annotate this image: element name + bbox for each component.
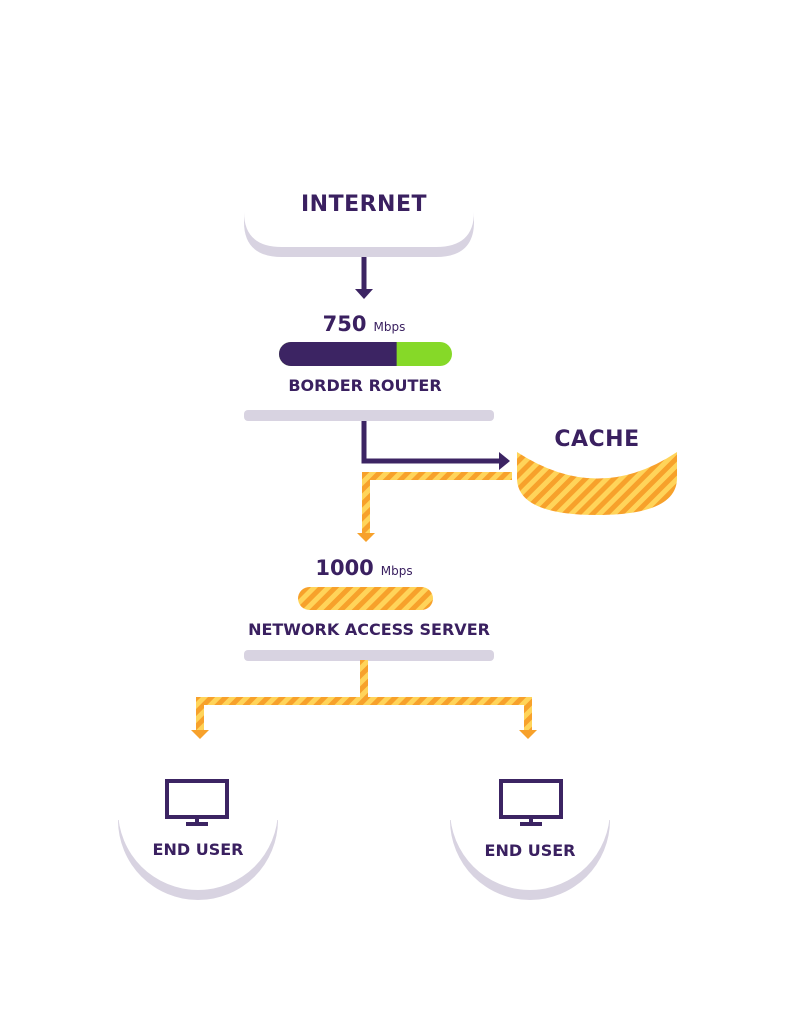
arrow-cache-to-nas <box>357 472 512 542</box>
end-user-right-node <box>450 810 610 900</box>
border-router-speed-unit: Mbps <box>373 320 406 334</box>
border-router-label: BORDER ROUTER <box>288 376 442 395</box>
internet-label: INTERNET <box>300 192 428 217</box>
cache-node <box>517 452 677 515</box>
monitor-icon <box>499 779 563 826</box>
end-user-left-node <box>118 810 278 900</box>
end-user-right-label: END USER <box>484 841 576 860</box>
border-router-bar <box>279 342 452 366</box>
border-router-speed-value: 750 <box>322 312 367 336</box>
nas-label: NETWORK ACCESS SERVER <box>248 620 490 639</box>
nas-speed-unit: Mbps <box>380 564 413 578</box>
nas-bar <box>298 587 433 610</box>
border-router-base <box>244 400 494 421</box>
cache-label: CACHE <box>554 427 640 452</box>
border-router-speed: 750 Mbps <box>264 312 464 336</box>
nas-speed-value: 1000 <box>315 556 374 580</box>
end-user-left-label: END USER <box>152 840 244 859</box>
arrow-internet-to-router <box>355 257 373 299</box>
nas-base <box>244 640 494 661</box>
monitor-icon <box>165 779 229 826</box>
arrow-nas-to-end-users <box>191 660 537 739</box>
arrow-router-to-cache <box>361 421 510 470</box>
nas-speed: 1000 Mbps <box>264 556 464 580</box>
internet-node <box>244 180 474 257</box>
